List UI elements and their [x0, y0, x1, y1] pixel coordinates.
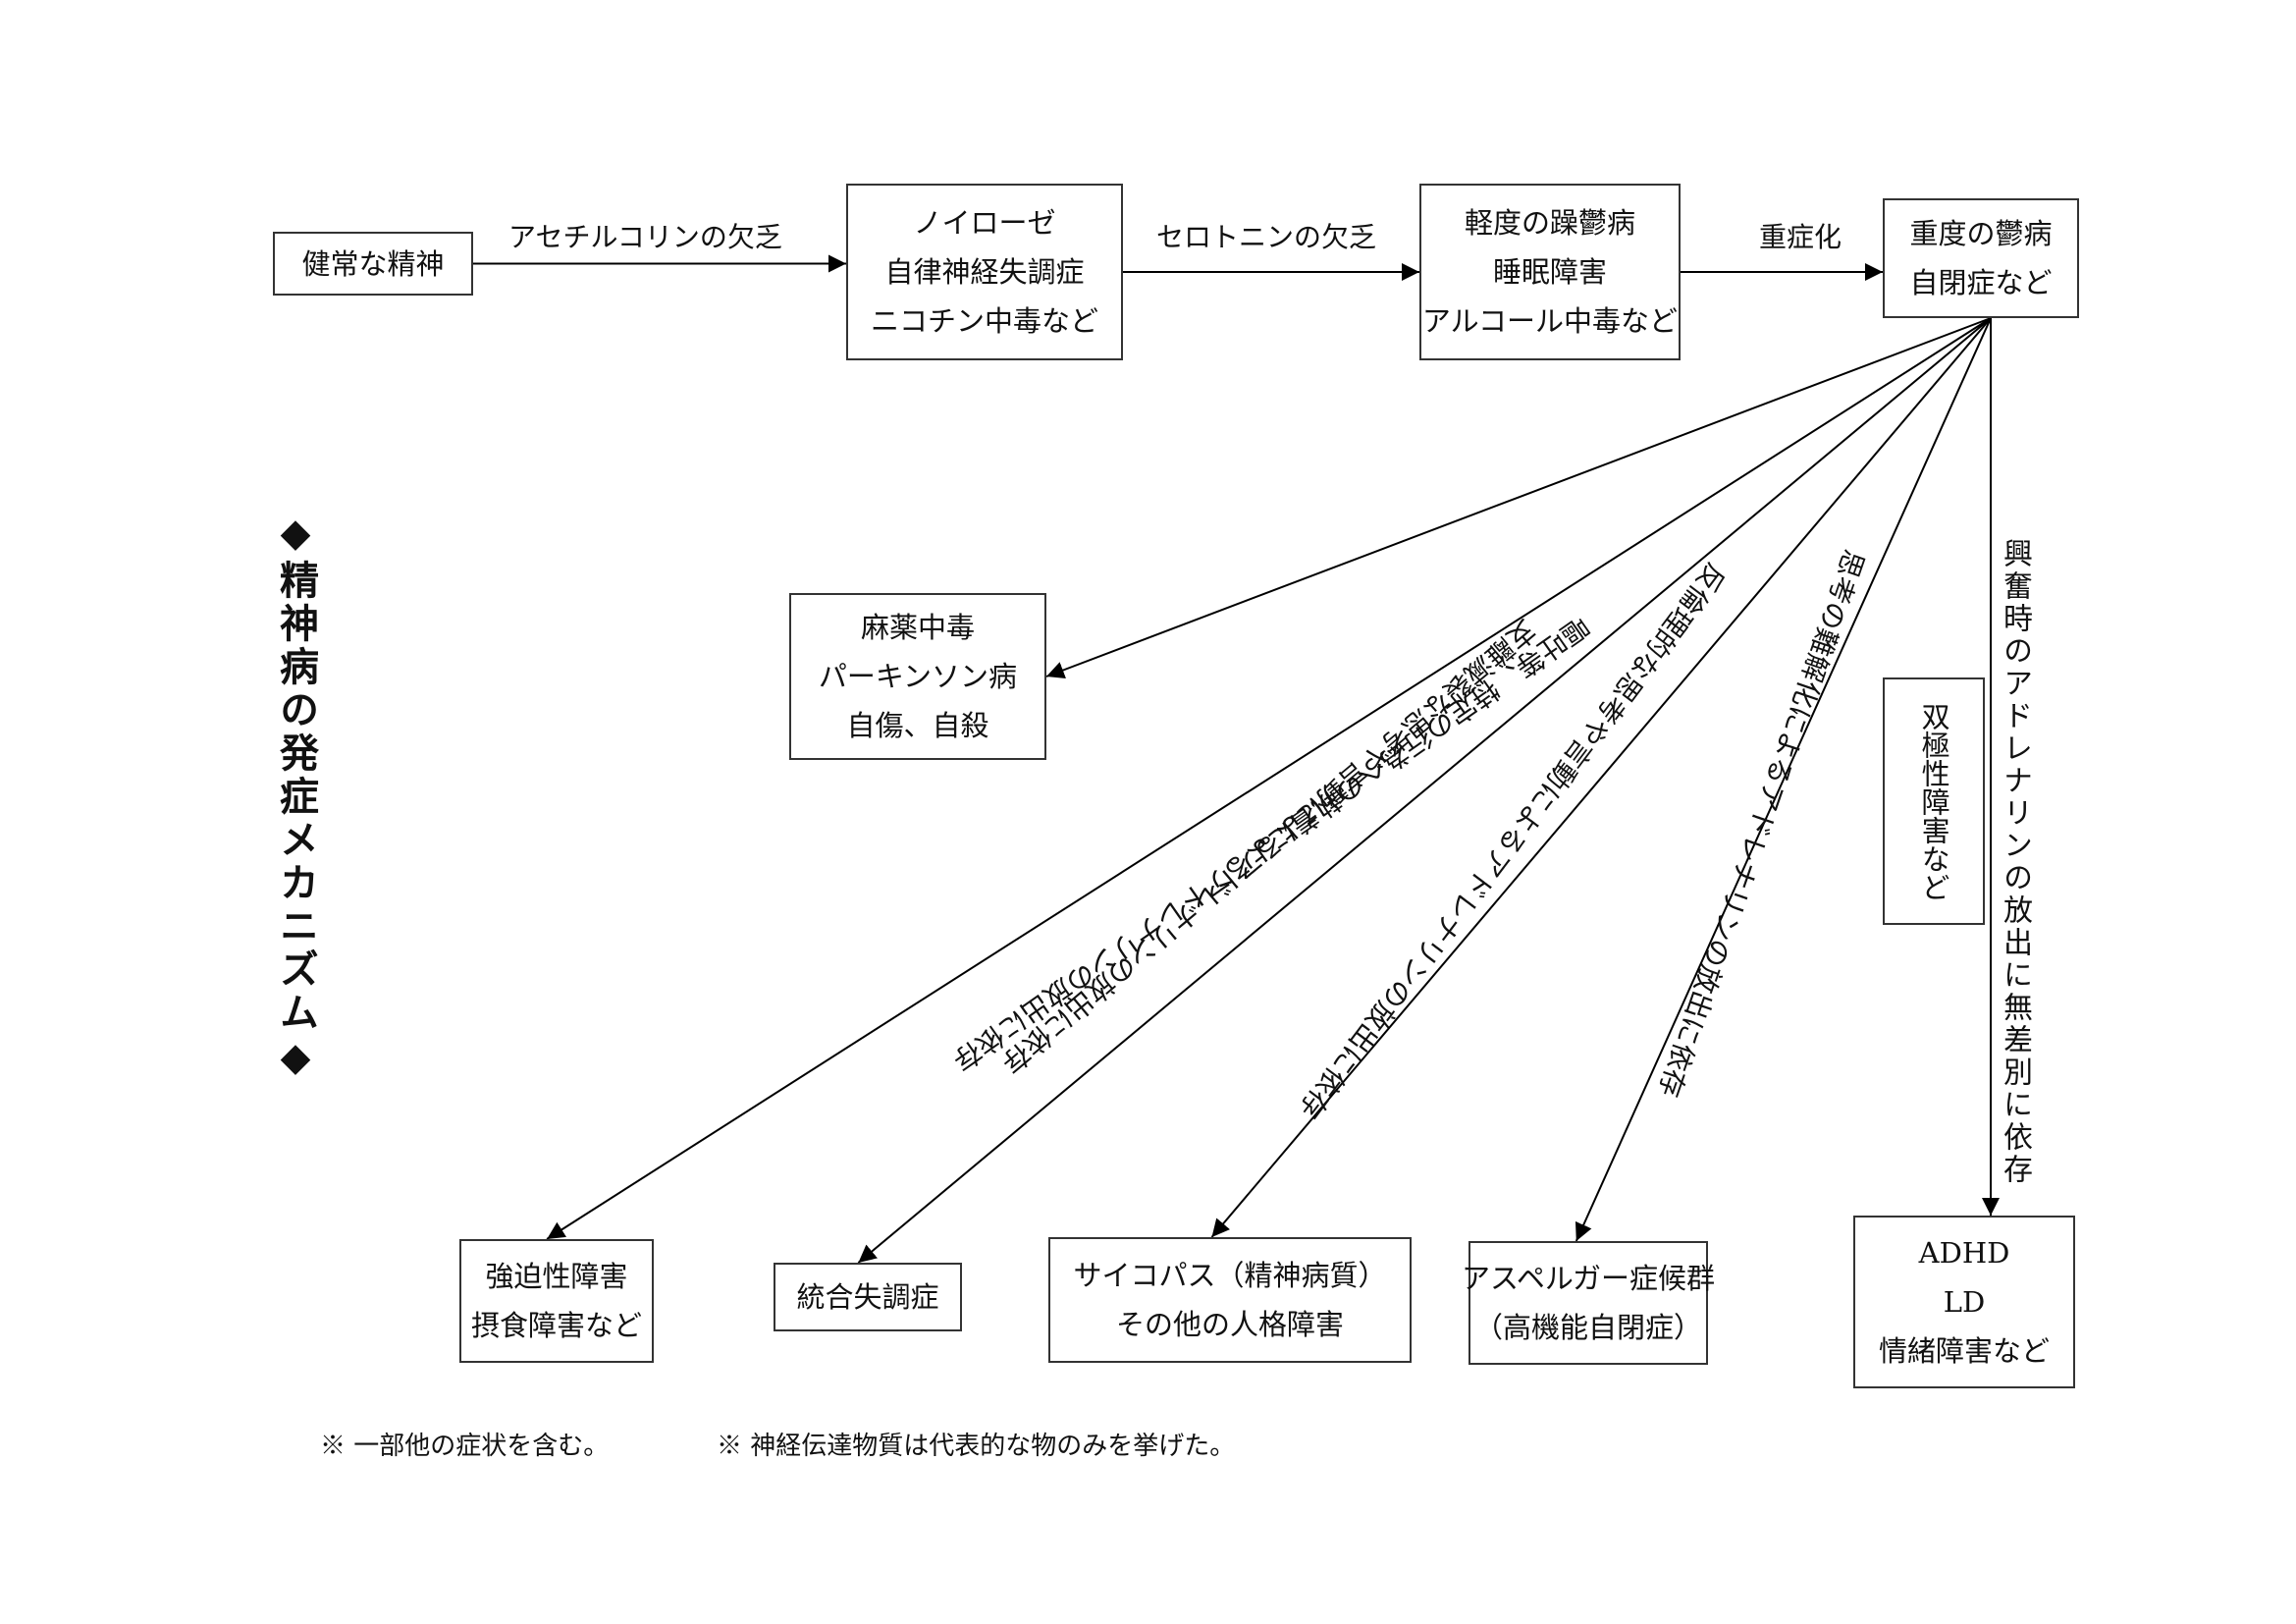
node-neurosis: ノイローゼ 自律神経失調症 ニコチン中毒など [846, 184, 1123, 360]
node-text: 自傷、自殺 [846, 709, 989, 742]
node-ocd: 強迫性障害 摂食障害など [459, 1239, 654, 1363]
edge-label-acetylcholine: アセチルコリンの欠乏 [508, 221, 782, 253]
footnote-neurotransmitters: ※ 神経伝達物質は代表的な物のみを挙げた。 [717, 1432, 1236, 1461]
node-severe-depression: 重度の鬱病 自閉症など [1883, 198, 2079, 318]
node-text: その他の人格障害 [1115, 1308, 1344, 1341]
node-text: 健常な精神 [301, 246, 445, 281]
footnote-other-symptoms: ※ 一部他の症状を含む。 [320, 1432, 610, 1461]
arrow-severe-to-asperger [1575, 317, 1992, 1242]
arrow-severe-to-psychopath [1210, 317, 1992, 1238]
node-text: 摂食障害など [470, 1309, 642, 1342]
node-text: ADHD [1918, 1236, 2010, 1270]
node-text: 睡眠障害 [1492, 255, 1607, 289]
node-text: サイコパス（精神病質） [1073, 1259, 1387, 1292]
edge-label-adhd: 興奮時のアドレナリンの放出に無差別に依存 [1998, 538, 2032, 1186]
node-text: （高機能自閉症） [1473, 1311, 1702, 1344]
node-psychopath: サイコパス（精神病質） その他の人格障害 [1048, 1237, 1412, 1363]
node-text: アルコール中毒など [1421, 304, 1679, 338]
node-mild-depression: 軽度の躁鬱病 睡眠障害 アルコール中毒など [1419, 184, 1681, 360]
node-bipolar: 双極性障害など [1883, 677, 1985, 925]
node-text: 麻薬中毒 [860, 611, 975, 644]
node-asperger: アスペルガー症候群 （高機能自閉症） [1462, 1241, 1715, 1365]
diagram-title: ◆精神病の発症メカニズム◆ [273, 511, 318, 1084]
node-text: 強迫性障害 [485, 1260, 628, 1293]
node-text: 軽度の躁鬱病 [1464, 206, 1635, 240]
arrow-severe-to-ocd [546, 317, 1992, 1240]
node-text: 自閉症など [1909, 266, 2053, 299]
arrow-severe-to-schizo [857, 317, 1992, 1264]
edge-label-serotonin: セロトニンの欠乏 [1156, 221, 1377, 253]
node-text: 統合失調症 [796, 1280, 939, 1314]
node-text: 重度の鬱病 [1909, 217, 2053, 250]
node-text: アスペルガー症候群 [1461, 1262, 1716, 1295]
node-text: 自律神経失調症 [884, 255, 1085, 289]
node-adhd: ADHD LD 情緒障害など [1853, 1216, 2075, 1388]
node-text: LD [1943, 1285, 1986, 1319]
node-text: 情緒障害など [1878, 1334, 2050, 1368]
node-drug-addiction: 麻薬中毒 パーキンソン病 自傷、自殺 [789, 593, 1046, 760]
node-text: ニコチン中毒など [870, 304, 1098, 338]
edge-label-aggravation: 重症化 [1759, 221, 1842, 253]
node-healthy-mind: 健常な精神 [273, 232, 473, 296]
arrow-severe-to-drugs [1045, 317, 1992, 679]
node-text: ノイローゼ [913, 206, 1056, 240]
node-schizophrenia: 統合失調症 [774, 1263, 962, 1331]
node-text: 双極性障害など [1917, 701, 1951, 901]
node-text: パーキンソン病 [818, 660, 1018, 693]
